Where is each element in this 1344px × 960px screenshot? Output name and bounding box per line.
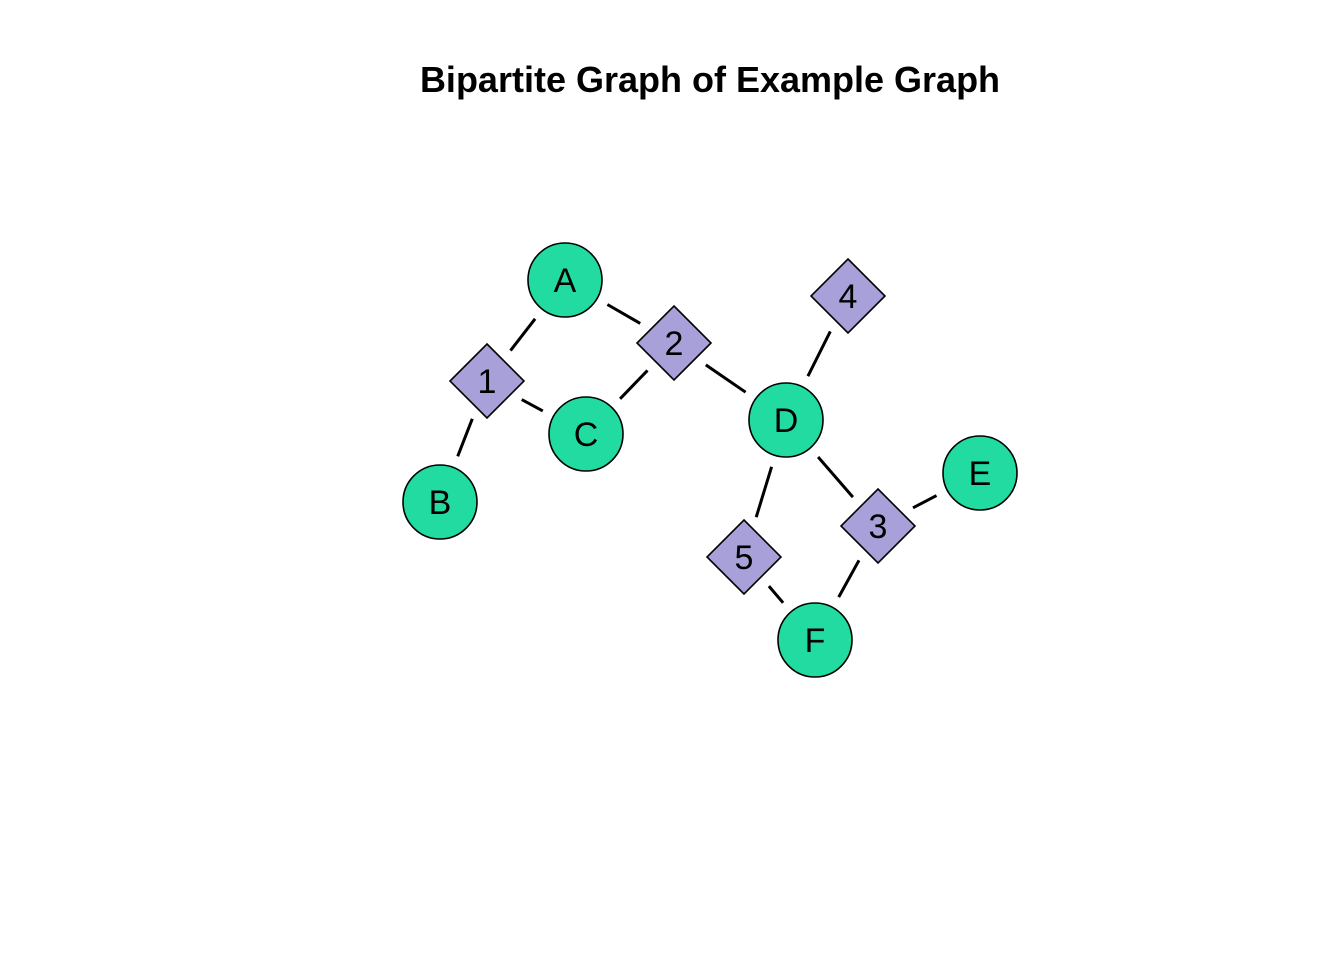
node-5-label: 5 — [735, 539, 754, 577]
node-5: 5 — [705, 518, 783, 596]
node-D-label: D — [774, 402, 799, 440]
node-E-circle — [942, 435, 1018, 511]
edge-A-2 — [606, 303, 641, 325]
node-F-circle — [777, 602, 853, 678]
edge-D-5 — [754, 466, 774, 518]
node-C: C — [548, 396, 624, 472]
node-5-diamond — [705, 518, 783, 596]
node-4: 4 — [809, 257, 887, 335]
edge-E-3 — [912, 494, 938, 510]
edge-D-4 — [806, 330, 832, 377]
node-2-diamond — [635, 304, 713, 382]
node-B: B — [402, 464, 478, 540]
node-B-circle — [402, 464, 478, 540]
node-A: A — [527, 242, 603, 318]
node-C-circle — [548, 396, 624, 472]
node-A-label: A — [554, 262, 577, 300]
node-2: 2 — [635, 304, 713, 382]
node-C-label: C — [574, 416, 599, 454]
edge-F-3 — [837, 559, 861, 598]
node-3-diamond — [839, 487, 917, 565]
node-3-label: 3 — [869, 508, 888, 546]
nodes-layer: A B C D E F 1 2 3 4 5 — [402, 242, 1018, 678]
node-1-diamond — [448, 342, 526, 420]
node-B-label: B — [429, 484, 452, 522]
node-1: 1 — [448, 342, 526, 420]
node-3: 3 — [839, 487, 917, 565]
node-F-label: F — [805, 622, 826, 660]
edge-C-2 — [619, 369, 649, 400]
node-E-label: E — [969, 455, 992, 493]
edge-A-1 — [509, 317, 537, 352]
edge-F-5 — [767, 585, 785, 604]
node-2-label: 2 — [665, 325, 684, 363]
node-D-circle — [748, 382, 824, 458]
node-F: F — [777, 602, 853, 678]
node-4-label: 4 — [839, 278, 858, 316]
node-1-label: 1 — [478, 363, 497, 401]
node-A-circle — [527, 242, 603, 318]
node-4-diamond — [809, 257, 887, 335]
edge-D-3 — [816, 456, 855, 499]
edges-layer — [456, 303, 938, 604]
edge-B-1 — [456, 418, 474, 457]
graph-title: Bipartite Graph of Example Graph — [419, 59, 1001, 100]
node-D: D — [748, 382, 824, 458]
node-E: E — [942, 435, 1018, 511]
edge-D-2 — [704, 363, 747, 394]
edge-C-1 — [520, 398, 544, 413]
